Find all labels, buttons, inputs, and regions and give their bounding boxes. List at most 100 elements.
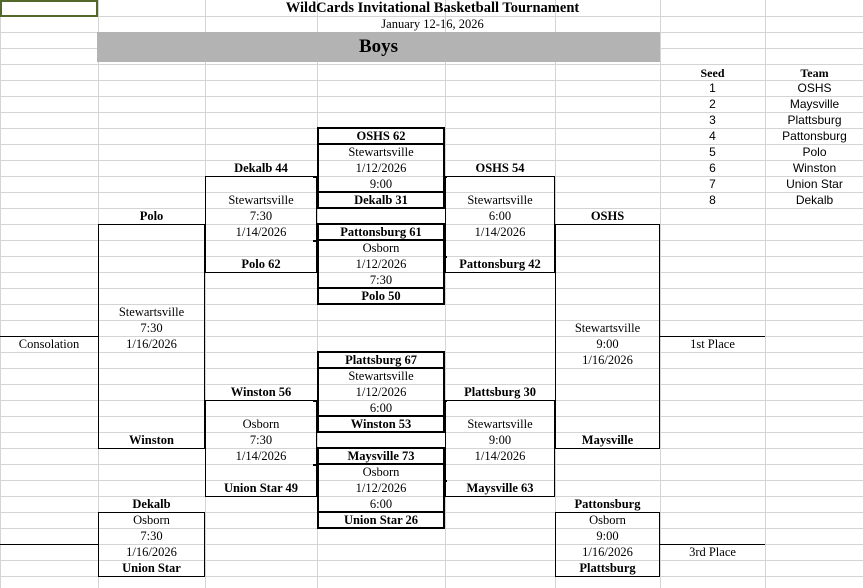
- grid-row-line: [0, 384, 864, 385]
- r2-g1-date: 1/14/2026: [474, 224, 526, 239]
- seventh-bottom-team[interactable]: Union Star: [122, 560, 181, 575]
- r1-g3-date: 1/12/2026: [355, 384, 407, 399]
- grid-row-line: [0, 112, 864, 113]
- seed-team: Maysville: [789, 97, 840, 111]
- r1-g1-top-team[interactable]: OSHS 62: [356, 128, 406, 143]
- consolation-label: Consolation: [18, 336, 80, 351]
- r1-g2-border-left: [317, 223, 319, 305]
- r1-g1-border-left: [317, 127, 319, 209]
- seed-team: Union Star: [786, 177, 843, 191]
- selected-cell[interactable]: [0, 0, 98, 17]
- cons-g2-bottom-team[interactable]: Union Star 49: [223, 480, 299, 495]
- r1-g4-border-mid-b: [317, 511, 445, 513]
- r1-g1-time: 9:00: [369, 176, 393, 191]
- cons-final-top-team[interactable]: Polo: [139, 208, 164, 223]
- cons-g1-top-team[interactable]: Dekalb 44: [234, 160, 288, 175]
- final-border-left: [555, 224, 556, 449]
- grid-row-line: [0, 544, 864, 545]
- seed-number: 8: [709, 193, 716, 207]
- grid-row-line: [0, 576, 864, 577]
- cons-g2-top-team[interactable]: Winston 56: [230, 384, 292, 399]
- seventh-border-top: [98, 512, 205, 513]
- seed-number: 5: [709, 145, 716, 159]
- r1-g2-site: Osborn: [362, 240, 400, 255]
- final-bottom-team[interactable]: Maysville: [581, 432, 634, 447]
- r2-g1-site: Stewartsville: [467, 192, 533, 207]
- grid-row-line: [0, 176, 864, 177]
- seed-team: Winston: [792, 161, 837, 175]
- third-bottom-team[interactable]: Plattsburg: [579, 560, 636, 575]
- grid-column-line: [765, 0, 766, 588]
- final-site: Stewartsville: [574, 320, 641, 335]
- r1-g2-bottom-team[interactable]: Polo 50: [361, 288, 401, 303]
- r1-g1-date: 1/12/2026: [355, 160, 407, 175]
- connector-r1g4-to-r2g2: [443, 480, 447, 482]
- grid-row-line: [0, 272, 864, 273]
- cons-final-site: Stewartsville: [118, 304, 185, 319]
- r1-g2-top-team[interactable]: Pattonsburg 61: [340, 224, 422, 239]
- cons-g1-date: 1/14/2026: [235, 224, 287, 239]
- seventh-top-team[interactable]: Dekalb: [132, 496, 171, 511]
- r2-g2-time: 9:00: [488, 432, 512, 447]
- grid-column-line: [445, 0, 446, 588]
- cons-g2-date: 1/14/2026: [235, 448, 287, 463]
- cons-g1-site: Stewartsville: [228, 192, 294, 207]
- r2-g2-site: Stewartsville: [467, 416, 533, 431]
- r1-g3-border-left: [317, 351, 319, 433]
- r1-g1-bottom-team[interactable]: Dekalb 31: [354, 192, 408, 207]
- r1-g4-top-team[interactable]: Maysville 73: [347, 448, 415, 463]
- r2-g2-top-team[interactable]: Plattsburg 30: [464, 384, 536, 399]
- cons-final-border-right: [204, 224, 205, 449]
- r2-g2-bottom-team[interactable]: Maysville 63: [466, 480, 534, 495]
- r1-g3-border-bottom: [317, 431, 445, 433]
- seventh-date: 1/16/2026: [126, 544, 177, 559]
- r1-g3-top-team[interactable]: Plattsburg 67: [345, 352, 417, 367]
- connector-r1g2-to-r2g1: [443, 256, 447, 258]
- cons-final-date: 1/16/2026: [126, 336, 177, 351]
- final-top-team[interactable]: OSHS: [590, 208, 625, 223]
- cons-final-border-top: [98, 224, 205, 225]
- final-border-bottom: [555, 448, 660, 449]
- r2-g1-border-left: [445, 176, 446, 273]
- r1-g3-time: 6:00: [369, 400, 393, 415]
- cons-g2-time: 7:30: [249, 432, 273, 447]
- r1-g4-bottom-team[interactable]: Union Star 26: [343, 512, 419, 527]
- r1-g4-site: Osborn: [362, 464, 400, 479]
- seed-number: 2: [709, 97, 716, 111]
- seventh-border-bottom: [98, 576, 205, 577]
- connector-r1g1-to-r2g1: [443, 176, 447, 178]
- connector-r1g4-to-consg2: [313, 464, 319, 466]
- r2-g1-top-team[interactable]: OSHS 54: [475, 160, 525, 175]
- r1-g2-border-bottom: [317, 303, 445, 305]
- cons-final-bottom-team[interactable]: Winston: [129, 432, 174, 447]
- seed-team: Polo: [802, 145, 827, 159]
- r1-g1-border-mid-b: [317, 191, 445, 193]
- seventh-time: 7:30: [140, 528, 163, 543]
- third-place-line: [660, 544, 765, 545]
- r2-g1-bottom-team[interactable]: Pattonsburg 42: [459, 256, 541, 271]
- r2-g2-border-right: [554, 400, 555, 497]
- r1-g4-border-bottom: [317, 527, 445, 529]
- final-border-right: [659, 224, 660, 449]
- grid-row-line: [0, 336, 864, 337]
- seed-table-header-seed: Seed: [700, 65, 725, 80]
- third-top-team[interactable]: Pattonsburg: [574, 496, 641, 511]
- seed-number: 6: [709, 161, 716, 175]
- cons-g1-border-left: [205, 176, 206, 273]
- grid-row-line: [0, 96, 864, 97]
- cons-g1-bottom-team[interactable]: Polo 62: [241, 256, 281, 271]
- cons-g2-border-top: [205, 400, 317, 401]
- connector-r1g1-to-consg1: [313, 176, 319, 178]
- r2-g1-time: 6:00: [488, 208, 512, 223]
- grid-row-line: [0, 16, 864, 17]
- grid-row-line: [0, 560, 864, 561]
- third-place-label: 3rd Place: [689, 544, 736, 559]
- grid-column-line: [205, 0, 206, 588]
- r1-g3-bottom-team[interactable]: Winston 53: [350, 416, 412, 431]
- seed-team: Pattonsburg: [782, 129, 847, 143]
- r1-g1-border-right: [443, 127, 445, 209]
- r1-g2-border-top: [317, 223, 445, 225]
- r2-g2-border-bottom: [445, 496, 555, 497]
- r1-g3-site: Stewartsville: [348, 368, 414, 383]
